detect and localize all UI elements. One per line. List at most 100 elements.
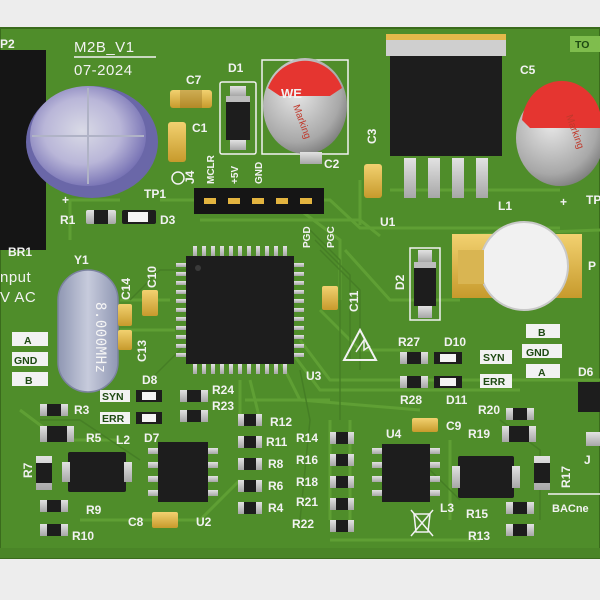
c14-label: C14 (119, 278, 133, 300)
j4-pin-pgc: PGC (326, 226, 337, 248)
tp1-testpoint (171, 171, 185, 185)
r22-label: R22 (292, 517, 314, 531)
l1-label: L1 (498, 199, 512, 213)
resistor-column-left (238, 414, 262, 514)
port-left-a-box (12, 332, 48, 346)
y1-marking: 8.000MHz (92, 302, 108, 373)
bacnet-label: BACne (552, 503, 589, 515)
port-right-b: B (538, 327, 546, 339)
c1-label: C1 (192, 121, 208, 135)
d3-label: D3 (160, 213, 176, 227)
r8-label: R8 (268, 457, 284, 471)
d7-label: D7 (144, 431, 160, 445)
r11-label: R11 (266, 435, 288, 449)
c7-capacitor (170, 90, 212, 108)
u2-pins (148, 448, 218, 496)
lower-left-passives (36, 404, 74, 536)
resistor-column-mid (330, 432, 354, 532)
bulk-capacitor-plus: + (62, 193, 69, 207)
r4-label: R4 (268, 501, 284, 515)
br1-label: BR1 (8, 245, 32, 259)
port-right-gnd: GND (526, 347, 550, 359)
port-left-a: A (24, 335, 32, 347)
right-edge-label: P (588, 259, 596, 273)
r3-label: R3 (74, 403, 90, 417)
tp1-label: TP1 (144, 187, 166, 201)
c2-label: C2 (324, 157, 340, 171)
u4-pins (372, 448, 440, 496)
board-name: M2B_V1 (74, 39, 135, 56)
c7-label: C7 (186, 73, 202, 87)
r21-label: R21 (296, 495, 318, 509)
r10-label: R10 (72, 529, 94, 543)
r9-label: R9 (86, 503, 102, 517)
r23-label: R23 (212, 399, 234, 413)
corner-tag (570, 36, 600, 52)
c5-label: C5 (520, 63, 536, 77)
led-left-syn: SYN (102, 391, 124, 403)
u1-regulator (390, 56, 502, 156)
c13-capacitor (118, 330, 132, 350)
j4-pin-5v: +5V (230, 166, 241, 184)
r7-label: R7 (21, 462, 35, 478)
u3-label: U3 (306, 369, 322, 383)
c10-capacitor (142, 290, 158, 316)
r19-label: R19 (468, 427, 490, 441)
c14-capacitor (118, 304, 132, 326)
c3-label: C3 (365, 128, 379, 144)
weee-bin-icon (410, 509, 434, 537)
we-capacitor-left-logo: WE (281, 86, 302, 101)
r15-label: R15 (466, 507, 488, 521)
r6-label: R6 (268, 479, 284, 493)
u2-label: U2 (196, 515, 212, 529)
d6-label: D6 (578, 365, 594, 379)
j4-label: J4 (183, 170, 197, 184)
c9-label: C9 (446, 419, 462, 433)
corner-tag-text: TO (575, 39, 589, 51)
l2-inductor (68, 452, 126, 492)
lower-right-passives (502, 408, 550, 536)
port-left-gnd: GND (14, 355, 38, 367)
l1-inductor (479, 221, 569, 311)
d8-label: D8 (142, 373, 158, 387)
r28-label: R28 (400, 393, 422, 407)
c13-label: C13 (135, 340, 149, 362)
c8-label: C8 (128, 515, 144, 529)
r18-label: R18 (296, 475, 318, 489)
j4-pin-pgd: PGD (302, 226, 313, 248)
j4-pins (204, 198, 312, 204)
led-left-err-box (100, 412, 130, 424)
c9-capacitor (412, 418, 438, 432)
esd-warning-icon (342, 327, 378, 361)
r20-label: R20 (478, 403, 500, 417)
y1-label: Y1 (74, 253, 89, 267)
r13-label: R13 (468, 529, 490, 543)
r17-label: R17 (559, 466, 573, 488)
c10-label: C10 (145, 266, 159, 288)
c11-label: C11 (347, 290, 361, 312)
c5-plus: + (560, 195, 567, 209)
j-right-label: J (584, 453, 591, 467)
r12-label: R12 (270, 415, 292, 429)
led-right-syn-box (480, 350, 512, 364)
led-right-err-box (480, 374, 512, 388)
copper-traces-thin (40, 229, 541, 521)
u1-leads (404, 158, 488, 198)
board-date: 07-2024 (74, 62, 133, 79)
u3-pins (176, 246, 304, 374)
r5-label: R5 (86, 431, 102, 445)
p2-label: P2 (0, 37, 15, 51)
c8-capacitor (152, 512, 178, 528)
input-label-line2: V AC (0, 289, 36, 306)
d10-label: D10 (444, 335, 466, 349)
r1-label: R1 (60, 213, 76, 227)
c11-capacitor (322, 286, 338, 310)
r27-label: R27 (398, 335, 420, 349)
tp-right-label: TP (586, 193, 600, 207)
led-left-syn-box (100, 390, 130, 402)
u1-label: U1 (380, 215, 396, 229)
u4-transceiver (382, 444, 430, 502)
r14-label: R14 (296, 431, 318, 445)
led-left-err: ERR (102, 413, 125, 425)
d1-outline (219, 81, 257, 155)
